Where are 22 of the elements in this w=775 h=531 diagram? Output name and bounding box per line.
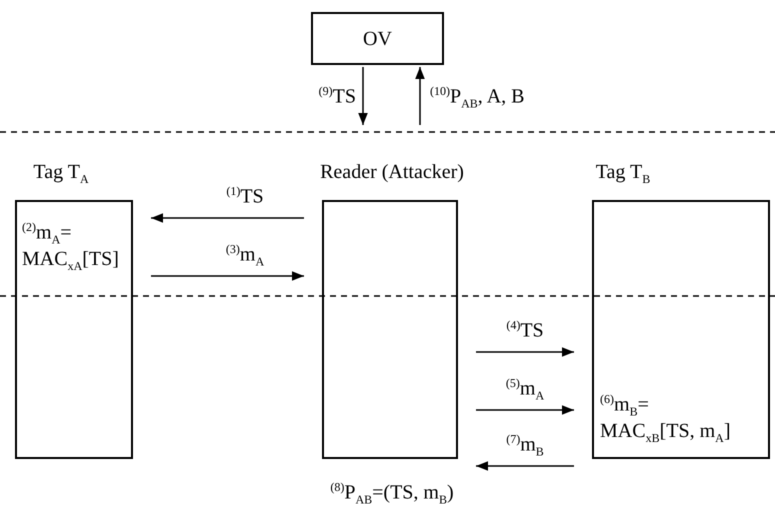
reader-heading: Reader (Attacker) [319,160,465,184]
entity-name: OV [362,27,393,51]
result-text: $^{(8)}$P$_{AB}$=(TS, m$_{B}$) [329,480,455,508]
arrow [358,67,368,125]
tag-heading: Tag T$_{B}$ [594,160,652,186]
edge-label: $^{(10)}$P$_{AB}$, A, B [430,84,526,112]
entity-box [311,12,444,65]
edge-label: $^{(9)}$TS [318,84,356,109]
arrow [415,67,425,125]
computation-text: $^{(2)}$m$_{A}$= MAC$_{xA}$[TS] [22,220,120,274]
edge-label: $^{(7)}$m$_{B}$ [505,432,545,460]
arrow [476,347,574,357]
arrow [476,405,574,415]
arrow [476,461,574,471]
computation-text: $^{(6)}$m$_{B}$= MAC$_{xB}$[TS, m$_{A}$] [600,392,732,446]
edge-label: $^{(4)}$TS [505,318,545,343]
edge-label: $^{(5)}$m$_{A}$ [504,376,546,404]
tag-heading: Tag T$_{A}$ [32,160,90,186]
arrow [151,213,304,223]
arrow [151,271,304,281]
edge-label: $^{(1)}$TS [225,184,265,209]
edge-label: $^{(3)}$m$_{A}$ [224,242,266,270]
